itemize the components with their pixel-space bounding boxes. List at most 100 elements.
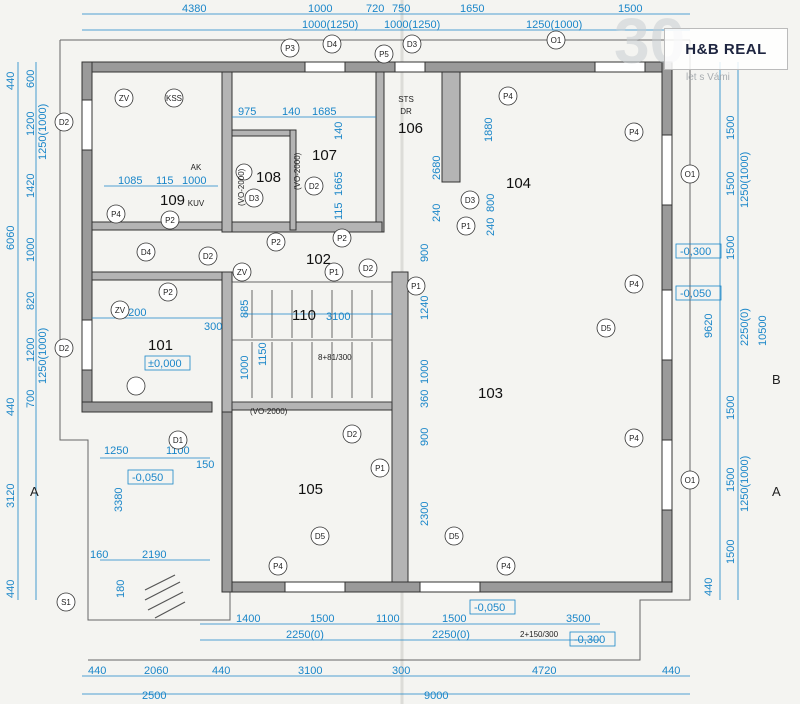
tag-p2-b: P2 [271,238,281,247]
tag-d2-f: D2 [347,430,358,439]
dim-right-1500-d: 1500 [725,396,737,420]
room-108: 108 [256,169,281,186]
dim-bottom-4720: 4720 [532,665,556,677]
dim-top-1250-1000: 1250(1000) [526,19,582,31]
dim-left-440-a: 440 [5,72,17,90]
dim-top-1000-1250-b: 1000(1250) [384,19,440,31]
tag-s1: S1 [61,598,71,607]
tag-p4-top: P4 [503,92,513,101]
section-mark-right: A [772,484,781,499]
dim-115-b: 115 [333,202,345,220]
level-outside-bottom: -0,050 [474,602,505,614]
dim-left-3120: 3120 [5,484,17,508]
dim-bottom-2250-b: 2250(0) [432,629,470,641]
dim-top-720: 720 [366,3,384,15]
tag-d4-top: D4 [327,40,338,49]
dim-bottom-1500-a: 1500 [310,613,334,625]
section-mark-left: A [30,484,39,499]
brand-name: H&B REAL [685,40,767,58]
company-logo: 30 H&B REAL let s Vámi [612,5,792,86]
room-104: 104 [506,175,531,192]
tag-d2-b: D2 [309,182,320,191]
level-right-b: -0,050 [680,288,711,300]
tag-p2-c: P2 [337,234,347,243]
tag-p4-b: P4 [629,128,639,137]
logo-tagline: let s Vámi [686,72,730,83]
dim-bottom-3500: 3500 [566,613,590,625]
dim-bottom-300: 300 [392,665,410,677]
level-101: ±0,000 [148,358,182,370]
tag-d1: D1 [173,436,184,445]
dim-800: 800 [485,194,497,212]
dim-1150: 1150 [257,342,269,366]
dim-1250: 1250 [104,445,128,457]
tag-d3-top: D3 [407,40,418,49]
dim-right-2250: 2250(0) [739,308,751,346]
tag-sts: STS [398,95,414,104]
dim-975: 975 [238,106,256,118]
dim-1100: 1100 [166,445,190,457]
dim-right-1500-a: 1500 [725,116,737,140]
tag-p1-a: P1 [461,222,471,231]
tag-ak: AK [191,163,202,172]
dim-left-820: 820 [25,292,37,310]
tag-kuv: KUV [188,199,205,208]
interior-walls [91,71,461,583]
dim-2190: 2190 [142,549,166,561]
section-mark-b: B [772,372,781,387]
tag-p2-d: P2 [163,288,173,297]
stairs-bottom-label: 2+150/300 [520,630,559,639]
dim-140-b: 140 [333,122,345,140]
dim-left-1420: 1420 [25,174,37,198]
dim-150: 150 [196,459,214,471]
dim-right-1250-b: 1250(1000) [739,456,751,512]
logo-box: H&B REAL [664,28,788,70]
dim-bottom-1100: 1100 [376,613,400,625]
dim-bottom-2500: 2500 [142,690,166,702]
tag-d3-a: D3 [249,194,260,203]
dim-top-1000-1250-a: 1000(1250) [302,19,358,31]
dim-bottom-440-b: 440 [212,665,230,677]
dim-240-a: 240 [431,204,443,222]
room-109: 109 [160,192,185,209]
dim-left-440-b: 440 [5,398,17,416]
level-outside-left: -0,050 [132,472,163,484]
dim-2680: 2680 [431,156,443,180]
dim-right-1250-a: 1250(1000) [739,152,751,208]
room-105: 105 [298,481,323,498]
tag-o1-a: O1 [685,170,696,179]
tag-d5-a: D5 [315,532,326,541]
dim-right-1500-f: 1500 [725,540,737,564]
dim-left-1250-b: 1250(1000) [37,328,49,384]
dim-140: 140 [282,106,300,118]
dim-left-1200-a: 1200 [25,112,37,136]
dim-bottom-2060: 2060 [144,665,168,677]
room-107: 107 [312,147,337,164]
stairs-lower-label: 8+81/300 [318,353,352,362]
tag-p4-c: P4 [629,280,639,289]
level-right-a: -0,300 [680,246,711,258]
staircase [231,281,393,403]
room-103: 103 [478,385,503,402]
tag-p1-c: P1 [411,282,421,291]
dim-3380: 3380 [113,488,125,512]
tag-d2-a: D2 [59,118,70,127]
dim-right-1500-c: 1500 [725,236,737,260]
dim-right-1500-e: 1500 [725,468,737,492]
dim-1085: 1085 [118,175,142,187]
dim-top-4380: 4380 [182,3,206,15]
room-101: 101 [148,337,173,354]
tag-o1-top: O1 [551,36,562,45]
dim-1000: 1000 [182,175,206,187]
dim-top-1500: 1500 [618,3,642,15]
dim-bottom-1400: 1400 [236,613,260,625]
tag-d2-d: D2 [363,264,374,273]
tag-d3-b: D3 [465,196,476,205]
dim-885: 885 [239,300,251,318]
dim-900-a: 900 [419,244,431,262]
dim-180: 180 [115,580,127,598]
dim-right-440: 440 [703,578,715,596]
tag-zv-1: ZV [119,94,130,103]
tag-kss: KSS [166,94,182,103]
dim-top-750: 750 [392,3,410,15]
